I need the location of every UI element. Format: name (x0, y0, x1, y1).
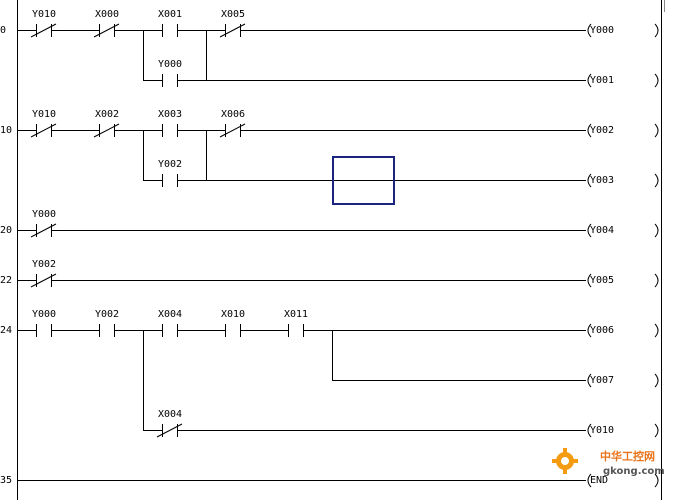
coil-right-paren (654, 373, 659, 388)
step-number: 20 (0, 225, 12, 236)
contact-label: Y010 (32, 109, 56, 120)
nc-contact-x000[interactable]: X000 (93, 9, 120, 38)
nc-contact-y000[interactable]: Y000 (30, 209, 57, 238)
nc-contact-x006[interactable]: X006 (219, 109, 246, 138)
coil-left-paren (587, 73, 592, 88)
contact-slash (93, 23, 120, 38)
nc-contact-y010[interactable]: Y010 (30, 109, 57, 138)
contact-slash (219, 123, 246, 138)
nc-contact-y002[interactable]: Y002 (30, 259, 57, 288)
coil-label: Y006 (590, 325, 614, 336)
contact-label: X006 (221, 109, 245, 120)
coil-left-paren (587, 173, 592, 188)
coil-label: END (590, 475, 608, 486)
coil-right-paren (654, 73, 659, 88)
coil-left-paren (587, 323, 592, 338)
coil-label: Y005 (590, 275, 614, 286)
coil-end[interactable]: END (587, 473, 659, 488)
contact-label: Y010 (32, 9, 56, 20)
coil-right-paren (654, 173, 659, 188)
no-contact-x003[interactable]: X003 (158, 109, 182, 137)
coil-y005[interactable]: Y005 (587, 273, 659, 288)
watermark-logo: 中华工控网 gkong.com (552, 448, 665, 477)
coil-right-paren (654, 223, 659, 238)
watermark-en-text: gkong.com (603, 466, 665, 477)
step-number: 35 (0, 475, 12, 486)
contact-label: Y000 (32, 309, 56, 320)
coil-y006[interactable]: Y006 (587, 323, 659, 338)
no-contact-y002[interactable]: Y002 (158, 159, 182, 187)
contact-slash (156, 423, 183, 438)
coil-right-paren (654, 123, 659, 138)
nc-contact-y010[interactable]: Y010 (30, 9, 57, 38)
contact-label: Y002 (32, 259, 56, 270)
no-contact-y000[interactable]: Y000 (32, 309, 56, 337)
coil-left-paren (587, 373, 592, 388)
coil-label: Y007 (590, 375, 614, 386)
nc-contact-x004[interactable]: X004 (156, 409, 183, 438)
contact-label: Y000 (158, 59, 182, 70)
step-number: 10 (0, 125, 12, 136)
coil-right-paren (654, 423, 659, 438)
coil-y010[interactable]: Y010 (587, 423, 659, 438)
contact-label: X010 (221, 309, 245, 320)
no-contact-y000[interactable]: Y000 (158, 59, 182, 87)
coil-label: Y001 (590, 75, 614, 86)
contact-label: X002 (95, 109, 119, 120)
no-contact-x011[interactable]: X011 (284, 309, 308, 337)
coil-right-paren (654, 323, 659, 338)
no-contact-y002[interactable]: Y002 (95, 309, 119, 337)
contact-label: X005 (221, 9, 245, 20)
step-number: 0 (0, 25, 6, 36)
coil-left-paren (587, 223, 592, 238)
cursor-selection-box[interactable] (332, 156, 395, 205)
coil-label: Y000 (590, 25, 614, 36)
coil-y001[interactable]: Y001 (587, 73, 659, 88)
no-contact-x010[interactable]: X010 (221, 309, 245, 337)
nc-contact-x002[interactable]: X002 (93, 109, 120, 138)
coil-left-paren (587, 123, 592, 138)
no-contact-x001[interactable]: X001 (158, 9, 182, 37)
coil-label: Y003 (590, 175, 614, 186)
coil-left-paren (587, 23, 592, 38)
coil-y004[interactable]: Y004 (587, 223, 659, 238)
coil-right-paren (654, 23, 659, 38)
contact-label: X000 (95, 9, 119, 20)
coil-label: Y002 (590, 125, 614, 136)
contact-slash (30, 23, 57, 38)
nc-contact-x005[interactable]: X005 (219, 9, 246, 38)
contact-label: X004 (158, 309, 182, 320)
coil-right-paren (654, 473, 659, 488)
no-contact-x004[interactable]: X004 (158, 309, 182, 337)
step-number: 22 (0, 275, 12, 286)
coil-y007[interactable]: Y007 (587, 373, 659, 388)
coil-y000[interactable]: Y000 (587, 23, 659, 38)
contact-label: Y002 (158, 159, 182, 170)
gear-icon (552, 448, 578, 474)
watermark-cn-text: 中华工控网 (600, 449, 655, 463)
contact-slash (30, 223, 57, 238)
contact-slash (30, 273, 57, 288)
step-number: 24 (0, 325, 12, 336)
contact-label: X003 (158, 109, 182, 120)
coil-y002[interactable]: Y002 (587, 123, 659, 138)
coil-label: Y004 (590, 225, 614, 236)
coil-label: Y010 (590, 425, 614, 436)
coil-right-paren (654, 273, 659, 288)
contact-label: Y000 (32, 209, 56, 220)
contact-slash (219, 23, 246, 38)
contact-label: Y002 (95, 309, 119, 320)
contact-slash (30, 123, 57, 138)
coil-left-paren (587, 273, 592, 288)
contact-label: X004 (158, 409, 182, 420)
contact-label: X011 (284, 309, 308, 320)
coil-y003[interactable]: Y003 (587, 173, 659, 188)
contact-label: X001 (158, 9, 182, 20)
coil-left-paren (587, 473, 592, 488)
coil-left-paren (587, 423, 592, 438)
contact-slash (93, 123, 120, 138)
